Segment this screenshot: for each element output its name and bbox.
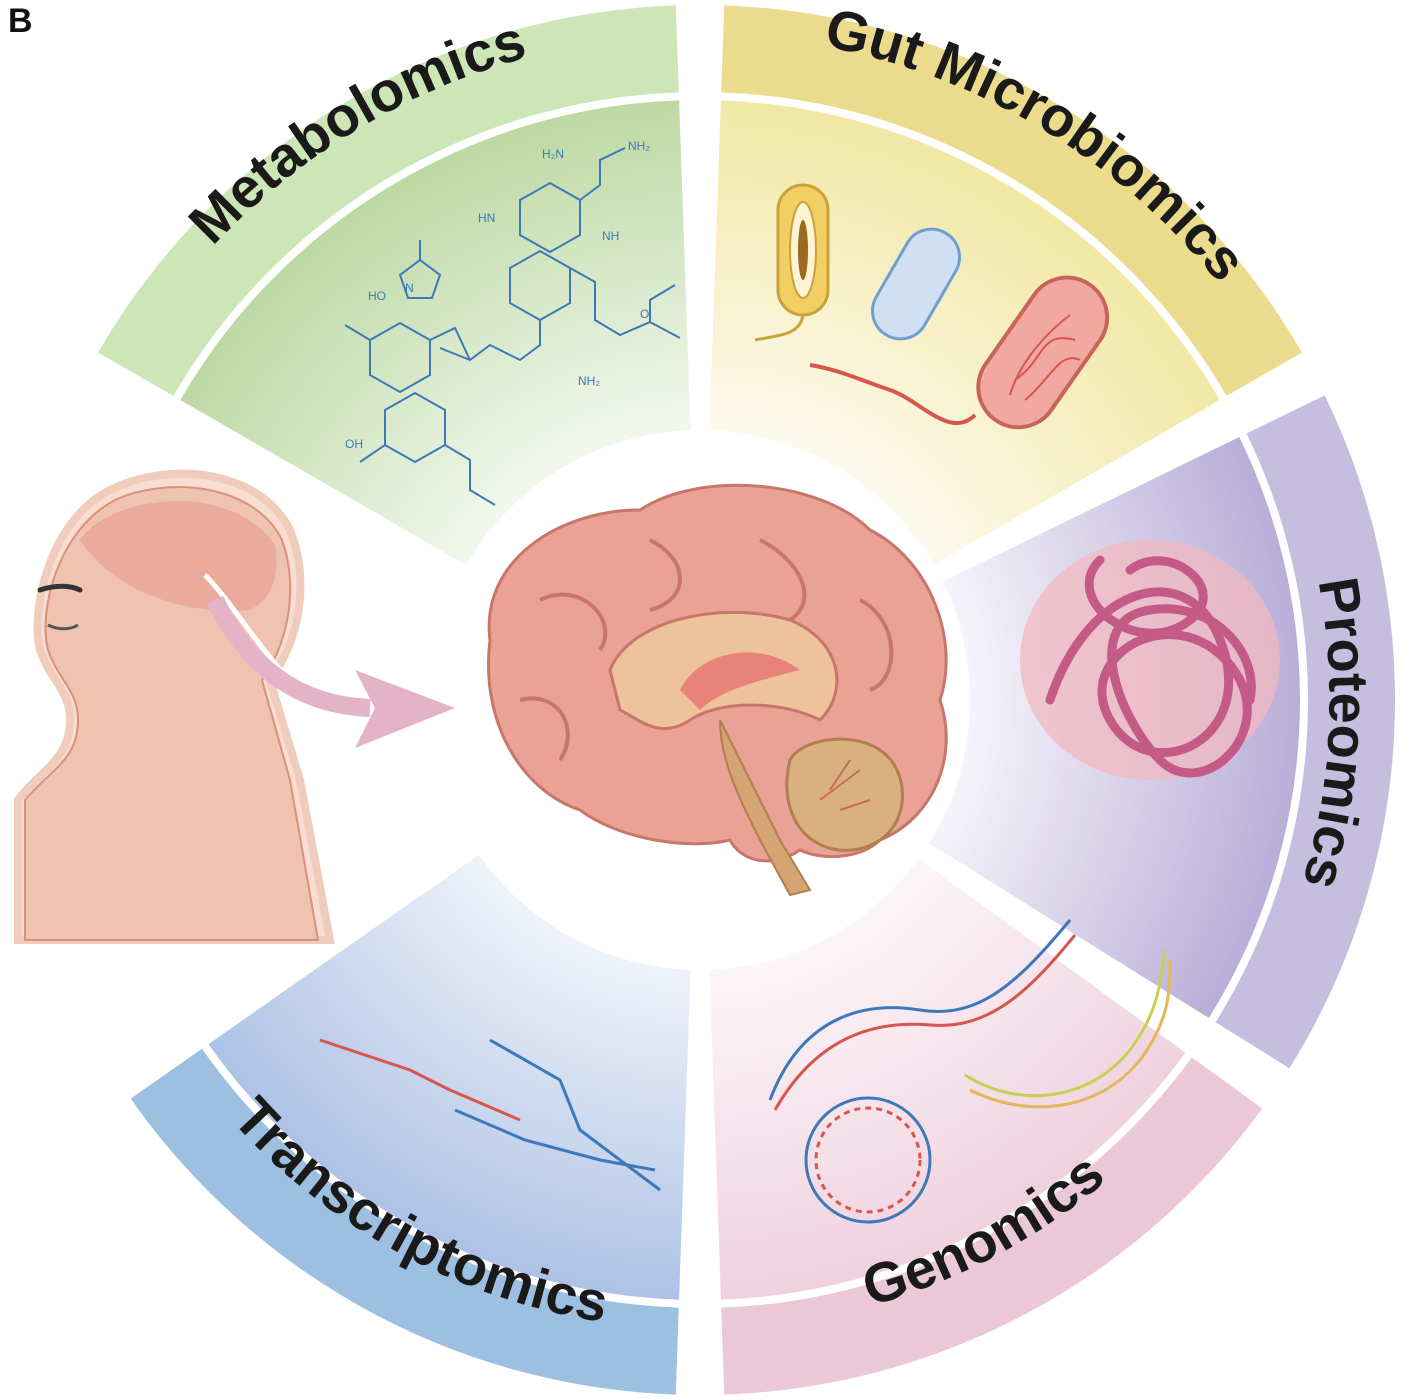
sector-inner-metabolomics	[180, 100, 691, 565]
protein-icon	[1020, 540, 1280, 780]
molecule-icon	[344, 147, 681, 506]
bacterium-spiky-icon	[754, 183, 830, 342]
arrow-icon	[206, 595, 455, 748]
svg-text:H₂N: H₂N	[542, 147, 564, 161]
sector-band-gut-microbiomics	[721, 5, 1302, 397]
sector-inner-transcriptomics	[208, 854, 691, 1300]
svg-text:HO: HO	[368, 289, 386, 303]
sector-group	[98, 5, 1395, 1395]
svg-text:NH: NH	[602, 229, 619, 243]
sector-inner-gut-microbiomics	[709, 100, 1220, 565]
dna-helix-icon	[768, 919, 1077, 1111]
human-head-icon	[14, 469, 335, 944]
molecule-atom-labels: H₂N NH₂ NH HN HO OH O N NH₂	[345, 139, 650, 451]
svg-text:NH₂: NH₂	[628, 139, 650, 153]
bacterium-flagellated-icon	[809, 275, 1110, 430]
bacterium-rod-icon	[871, 227, 961, 341]
transcript-icon	[319, 1038, 661, 1192]
sector-inner-genomics	[709, 858, 1186, 1300]
sector-band-proteomics	[1215, 395, 1395, 1069]
rna-helix-icon	[964, 949, 1172, 1109]
sector-band-genomics	[721, 1057, 1263, 1395]
svg-text:OH: OH	[345, 437, 363, 451]
sector-band-metabolomics	[98, 5, 679, 397]
panel-label: B	[8, 2, 33, 40]
svg-text:N: N	[405, 281, 414, 295]
sector-band-transcriptomics	[130, 1048, 679, 1395]
svg-text:NH₂: NH₂	[578, 374, 600, 388]
dna-plasmid-icon	[804, 1096, 932, 1224]
brain-icon	[487, 483, 948, 897]
svg-text:HN: HN	[478, 211, 495, 225]
svg-text:O: O	[640, 307, 649, 321]
